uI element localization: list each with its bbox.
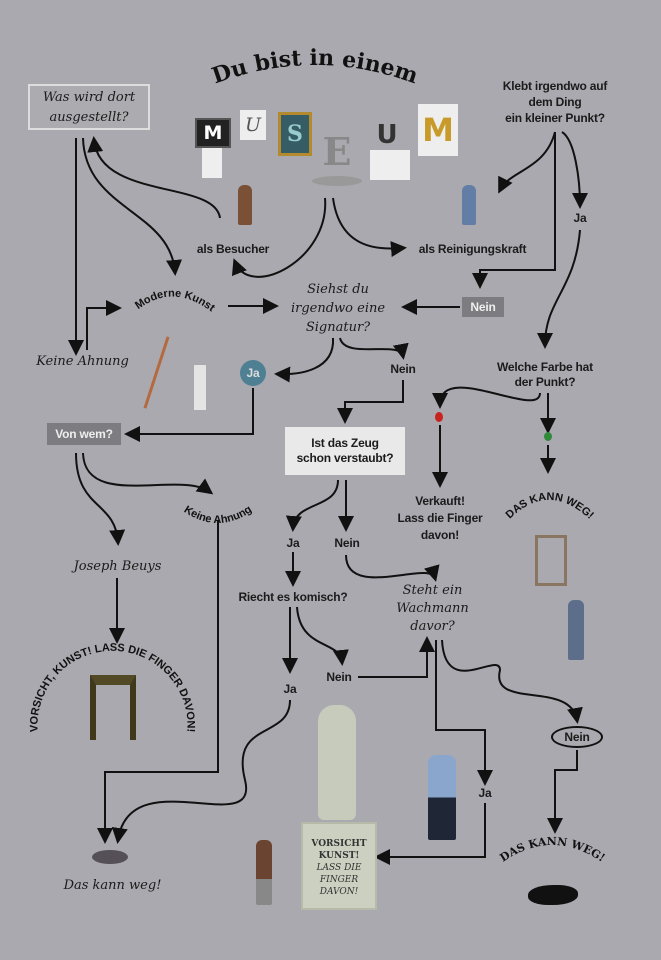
answer-moderne-kunst: Moderne Kunst — [133, 287, 217, 314]
broken-beetle — [528, 885, 578, 905]
svg-text:VORSICHT, KUNST! LASS DIE FING: VORSICHT, KUNST! LASS DIE FINGER DAVON! — [28, 642, 196, 733]
pillar-sculpture — [194, 365, 206, 410]
question-welche-farbe: Welche Farbe hat der Punkt? — [497, 360, 593, 389]
answer-als-reinigungskraft: als Reinigungskraft — [418, 242, 527, 256]
answer-nein-signatur: Nein — [390, 362, 416, 376]
pedestal-u — [370, 150, 410, 180]
svg-text:DAS KANN WEG!: DAS KANN WEG! — [504, 491, 596, 522]
green-dot — [544, 432, 552, 441]
result-verkauft: Verkauft! Lass die Finger davon! — [397, 494, 483, 542]
result-das-kann-weg-1: DAS KANN WEG! — [504, 491, 596, 522]
question-klebt-punkt: Klebt irgendwo auf dem Ding ein kleiner … — [502, 79, 608, 125]
letter-e-sculpture: E — [322, 129, 352, 174]
visitor-figure-2 — [256, 840, 272, 905]
visitor-figure — [238, 185, 252, 225]
pedestal-e — [312, 176, 362, 186]
svg-text:DAS KANN WEG!: DAS KANN WEG! — [498, 835, 608, 865]
answer-ja-staub: Ja — [286, 536, 300, 550]
result-das-kann-weg-2: DAS KANN WEG! — [498, 835, 608, 865]
answer-keine-ahnung-1: Keine Ahnung — [36, 354, 129, 369]
red-dot — [435, 412, 443, 422]
answer-nein-staub: Nein — [334, 536, 360, 550]
answer-nein-riecht: Nein — [326, 670, 352, 684]
title-arc: Du bist in einem — [209, 45, 422, 89]
answer-ja-riecht: Ja — [283, 682, 297, 696]
vacuum-cleaner-figure — [568, 600, 584, 660]
pillar — [202, 148, 222, 178]
question-wachmann: Steht ein Wachmann davor? — [396, 583, 469, 634]
result-vorsicht-kunst-arc: VORSICHT, KUNST! LASS DIE FINGER DAVON! — [28, 642, 196, 733]
answer-nein-wachmann: Nein — [551, 726, 603, 748]
museum-letters-illustration: M U S E U M — [190, 104, 470, 190]
question-riecht-komisch: Riecht es komisch? — [238, 590, 348, 604]
guard-figure — [428, 755, 456, 840]
svg-text:Keine Ahnung: Keine Ahnung — [182, 503, 254, 526]
question-signatur: Siehst du irgendwo eine Signatur? — [290, 282, 386, 335]
question-von-wem: Von wem? — [47, 423, 121, 445]
answer-joseph-beuys: Joseph Beuys — [73, 559, 162, 574]
answer-ja-wachmann: Ja — [478, 786, 492, 800]
letter-u-block: U — [376, 120, 398, 150]
question-was-wird-dort-ausgestellt: Was wird dort ausgestellt? — [28, 84, 150, 130]
dead-mouse — [92, 850, 128, 864]
flower-window — [535, 535, 567, 586]
letter-m-tv: M — [195, 118, 231, 148]
cleaner-figure — [462, 185, 476, 225]
answer-als-besucher: als Besucher — [196, 242, 270, 256]
answer-ja-signatur: Ja — [240, 360, 266, 386]
beuys-chair — [90, 675, 136, 740]
svg-text:Moderne Kunst: Moderne Kunst — [133, 287, 217, 314]
letter-m-painting: M — [418, 104, 458, 156]
result-das-kann-weg-script: Das kann weg! — [63, 878, 162, 893]
statue-plaque: VORSICHT KUNST! LASS DIE FINGER DAVON! — [301, 822, 377, 910]
answer-nein-punkt: Nein — [462, 297, 504, 317]
answer-ja-punkt: Ja — [573, 211, 587, 225]
letter-s-frame: S — [278, 112, 312, 156]
question-verstaubt: Ist das Zeug schon verstaubt? — [285, 427, 405, 475]
answer-keine-ahnung-2: Keine Ahnung — [182, 503, 254, 526]
statue — [318, 705, 356, 820]
letter-u-drawing: U — [240, 110, 266, 140]
